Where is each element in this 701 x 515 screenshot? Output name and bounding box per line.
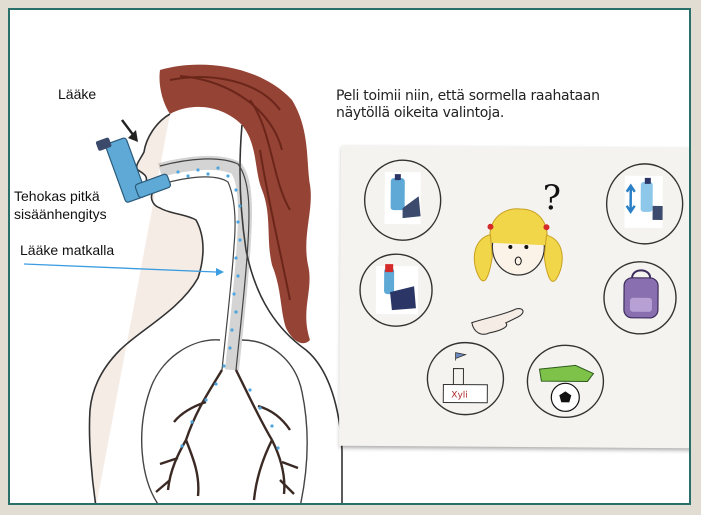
girl-face-drawing (474, 208, 562, 281)
backpack-icon (624, 270, 658, 318)
deep-breath-label-line1: Tehokas pitkä (14, 188, 100, 205)
game-board-photo: Xyli ? (339, 146, 691, 448)
caption-line1: Peli toimii niin, että sormella raahataa… (336, 88, 676, 105)
medicine-label: Lääke (58, 86, 96, 103)
lung-right (242, 340, 307, 505)
inhaler-red-icon (376, 264, 418, 314)
medicine-arrow (122, 120, 134, 136)
medicine-travelling-label: Lääke matkalla (20, 242, 114, 259)
pointing-hand-drawing (472, 308, 523, 334)
inhaler-shake-icon (624, 176, 662, 228)
question-mark: ? (543, 178, 562, 218)
football-boot-icon (539, 365, 593, 411)
lung-left (142, 340, 220, 505)
inhaler-spacer-icon (385, 172, 421, 224)
slide: Lääke Tehokas pitkä sisäänhengitys Lääke… (8, 8, 691, 505)
school-sign-icon: Xyli (443, 352, 487, 402)
choice-circle-5 (427, 342, 504, 415)
caption: Peli toimii niin, että sormella raahataa… (336, 88, 676, 122)
deep-breath-label-line2: sisäänhengitys (14, 206, 107, 223)
caption-line2: näytöllä oikeita valintoja. (336, 105, 676, 122)
bronchi-tree (156, 370, 298, 500)
game-board: Xyli ? (339, 146, 691, 448)
school-sign-text: Xyli (451, 391, 468, 401)
face-outline (89, 114, 203, 505)
